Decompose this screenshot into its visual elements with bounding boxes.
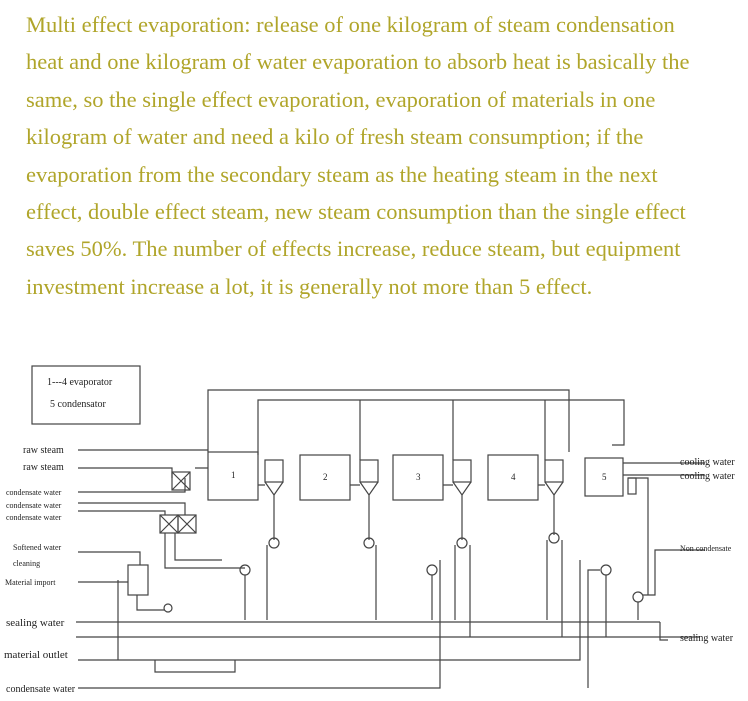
paragraph-line: Multi effect evaporation: release of one… <box>26 12 675 37</box>
label-cooling-water: cooling water <box>680 457 735 468</box>
label-material-outlet: material outlet <box>4 649 68 661</box>
label-condensate-water: condensate water <box>6 501 62 510</box>
label-raw-steam: raw steam <box>23 462 64 473</box>
unit-label: 2 <box>323 472 328 482</box>
label-sealing-water: sealing water <box>680 633 734 644</box>
label-cleaning: cleaning <box>13 559 40 568</box>
unit-label: 3 <box>416 472 421 482</box>
label-cooling-water: cooling water <box>680 471 735 482</box>
unit-label: 1 <box>231 470 236 480</box>
legend-box <box>31 365 141 425</box>
label-condensate-water: condensate water <box>6 488 62 497</box>
paragraph-line: kilogram of water and need a kilo of fre… <box>26 124 644 150</box>
paragraph-line: investment increase a lot, it is general… <box>26 273 593 299</box>
unit-label: 4 <box>511 472 516 482</box>
label-raw-steam: raw steam <box>23 445 64 456</box>
legend-condensator: 5 condensator <box>50 399 106 410</box>
description-paragraph: Multi effect evaporation: release of one… <box>26 6 746 305</box>
label-condensate-water: condensate water <box>6 513 62 522</box>
label-sealing-water: sealing water <box>6 617 65 629</box>
paragraph-line: same, so the single effect evaporation, … <box>26 86 656 112</box>
paragraph-line: saves 50%. The number of effects increas… <box>26 236 681 262</box>
process-flow-diagram: 1---4 evaporator 5 condensator 1 2 3 4 5… <box>4 365 735 695</box>
label-non-condensate: Non condensate <box>680 544 732 553</box>
label-condensate-water: condensate water <box>6 684 76 695</box>
paragraph-line: evaporation from the secondary steam as … <box>26 161 658 187</box>
paragraph-line: heat and one kilogram of water evaporati… <box>26 49 690 75</box>
label-material-import: Material import <box>5 578 56 587</box>
unit-label: 5 <box>602 472 607 482</box>
paragraph-line: effect, double effect steam, new steam c… <box>26 199 686 225</box>
legend-evaporator: 1---4 evaporator <box>47 377 113 388</box>
label-softened-water: Softened water <box>13 543 62 552</box>
